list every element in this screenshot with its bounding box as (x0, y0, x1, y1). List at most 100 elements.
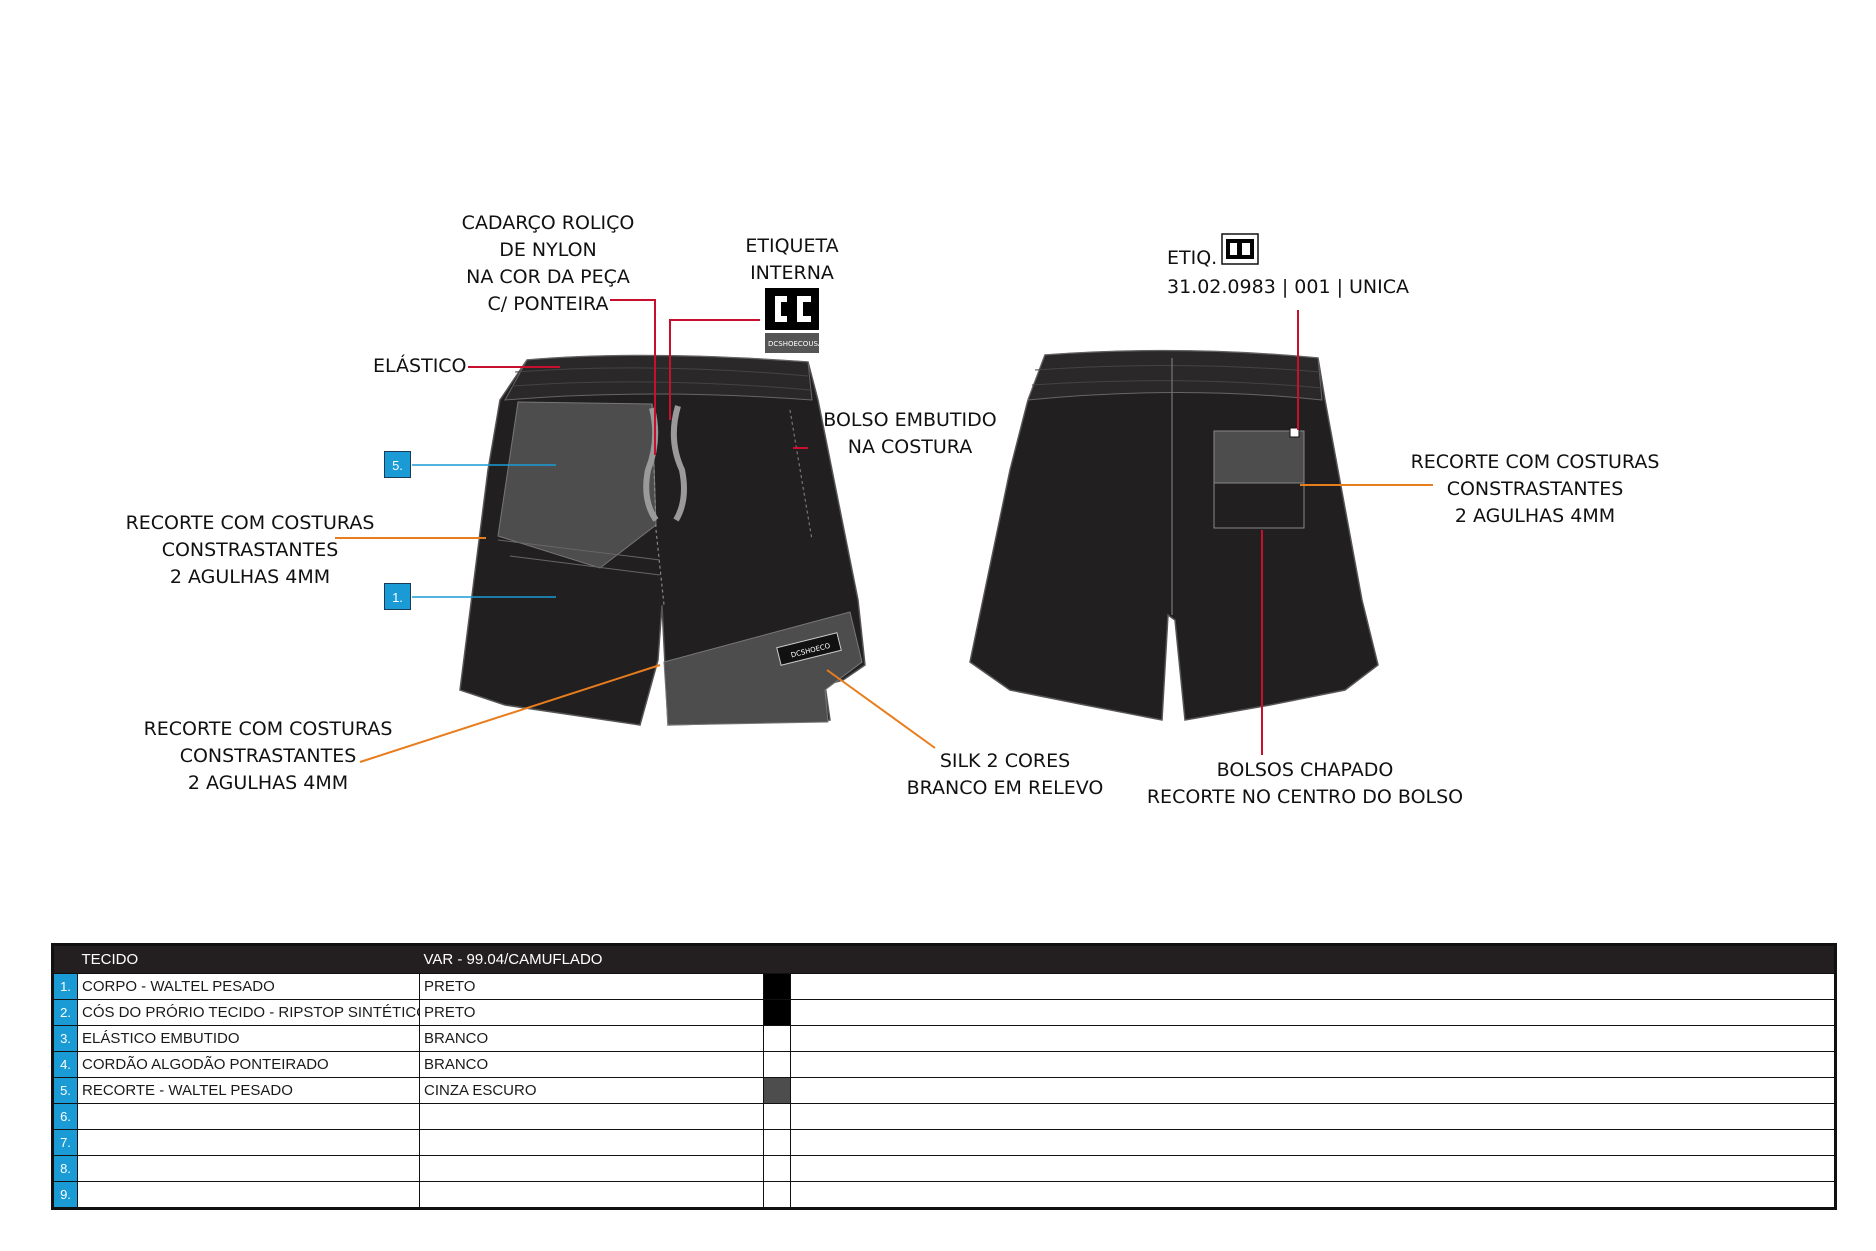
row-number: 7. (52, 1129, 78, 1156)
bolsos-callout: BOLSOS CHAPADO RECORTE NO CENTRO DO BOLS… (1130, 757, 1480, 811)
recorte-left-callout: RECORTE COM COSTURAS CONSTRASTANTES 2 AG… (110, 510, 390, 591)
recorte-right-line-2: CONSTRASTANTES (1446, 478, 1624, 500)
row-fabric: CORDÃO ALGODÃO PONTEIRADO (77, 1051, 420, 1078)
table-row: 8. (52, 1155, 1836, 1182)
cadarco-line-4: C/ PONTEIRA (487, 293, 609, 315)
row-color (419, 1181, 764, 1209)
table-row: 7. (52, 1129, 1836, 1156)
bolso-embutido-callout: BOLSO EMBUTIDO NA COSTURA (810, 407, 1010, 461)
table-row: 9. (52, 1181, 1836, 1209)
row-color: BRANCO (419, 1051, 764, 1078)
row-number: 2. (52, 999, 78, 1026)
row-fabric: RECORTE - WALTEL PESADO (77, 1077, 420, 1104)
row-fabric (77, 1103, 420, 1130)
row-number: 6. (52, 1103, 78, 1130)
row-fabric: CÓS DO PRÓRIO TECIDO - RIPSTOP SINTÉTICO (77, 999, 420, 1026)
silk-line-1: SILK 2 CORES (939, 750, 1071, 772)
recorte-bottom-line-3: 2 AGULHAS 4MM (187, 772, 349, 794)
dc-logo-icon: DCSHOECOUSA (765, 288, 823, 353)
row-color: PRETO (419, 973, 764, 1000)
row-swatch (763, 1181, 791, 1209)
row-notes (790, 1103, 1836, 1130)
row-number: 1. (52, 973, 78, 1000)
row-color (419, 1103, 764, 1130)
row-number: 3. (52, 1025, 78, 1052)
row-color: PRETO (419, 999, 764, 1026)
row-color: CINZA ESCURO (419, 1077, 764, 1104)
bolso-embutido-line-2: NA COSTURA (847, 436, 973, 458)
row-color (419, 1155, 764, 1182)
recorte-left-line-3: 2 AGULHAS 4MM (169, 566, 331, 588)
row-color: BRANCO (419, 1025, 764, 1052)
cadarco-line-3: NA COR DA PEÇA (466, 266, 630, 288)
etiqueta-line-2: INTERNA (750, 262, 834, 284)
row-swatch (763, 1155, 791, 1182)
row-notes (790, 1181, 1836, 1209)
fabric-spec-table: TECIDO VAR - 99.04/CAMUFLADO 1.CORPO - W… (51, 943, 1837, 1210)
recorte-right-line-1: RECORTE COM COSTURAS (1410, 451, 1660, 473)
leader-lines (335, 299, 1433, 763)
row-number: 4. (52, 1051, 78, 1078)
etiqueta-callout: ETIQUETA INTERNA (712, 233, 872, 287)
marker-1: 1. (384, 583, 411, 610)
row-notes (790, 1025, 1836, 1052)
row-notes (790, 973, 1836, 1000)
bolsos-line-1: BOLSOS CHAPADO (1216, 759, 1394, 781)
dc-logo-small-icon (1221, 233, 1259, 265)
row-fabric (77, 1155, 420, 1182)
etiq-code: 31.02.0983 | 001 | UNICA (1167, 276, 1409, 298)
row-swatch (763, 1051, 791, 1078)
recorte-bottom-line-1: RECORTE COM COSTURAS (143, 718, 393, 740)
front-shorts: DCSHOECO (459, 354, 866, 726)
elastico-callout: ELÁSTICO (373, 355, 467, 377)
header-fabric: TECIDO (77, 944, 420, 974)
row-fabric (77, 1129, 420, 1156)
row-notes (790, 999, 1836, 1026)
svg-text:DCSHOECOUSA: DCSHOECOUSA (768, 340, 823, 348)
pocket-label-icon (1289, 427, 1300, 438)
row-number: 8. (52, 1155, 78, 1182)
row-fabric: ELÁSTICO EMBUTIDO (77, 1025, 420, 1052)
row-notes (790, 1155, 1836, 1182)
recorte-left-line-1: RECORTE COM COSTURAS (125, 512, 375, 534)
recorte-bottom-callout: RECORTE COM COSTURAS CONSTRASTANTES 2 AG… (128, 716, 408, 797)
table-row: 2.CÓS DO PRÓRIO TECIDO - RIPSTOP SINTÉTI… (52, 999, 1836, 1026)
recorte-right-callout: RECORTE COM COSTURAS CONSTRASTANTES 2 AG… (1400, 449, 1670, 530)
row-swatch (763, 999, 791, 1026)
etiq-prefix: ETIQ. (1167, 247, 1218, 269)
recorte-bottom-line-2: CONSTRASTANTES (179, 745, 357, 767)
row-swatch (763, 973, 791, 1000)
header-variant: VAR - 99.04/CAMUFLADO (419, 944, 764, 974)
silk-callout: SILK 2 CORES BRANCO EM RELEVO (890, 748, 1120, 802)
recorte-left-line-2: CONSTRASTANTES (161, 539, 339, 561)
row-notes (790, 1051, 1836, 1078)
etiqueta-line-1: ETIQUETA (745, 235, 839, 257)
marker-5: 5. (384, 451, 411, 478)
cadarco-line-2: DE NYLON (499, 239, 597, 261)
row-number: 9. (52, 1181, 78, 1209)
row-swatch (763, 1025, 791, 1052)
row-number: 5. (52, 1077, 78, 1104)
row-fabric (77, 1181, 420, 1209)
silk-line-2: BRANCO EM RELEVO (906, 777, 1104, 799)
recorte-right-line-3: 2 AGULHAS 4MM (1454, 505, 1616, 527)
row-fabric: CORPO - WALTEL PESADO (77, 973, 420, 1000)
row-swatch (763, 1077, 791, 1104)
bolso-embutido-line-1: BOLSO EMBUTIDO (823, 409, 997, 431)
row-notes (790, 1129, 1836, 1156)
row-color (419, 1129, 764, 1156)
back-shorts (969, 349, 1379, 721)
spec-header-row: TECIDO VAR - 99.04/CAMUFLADO (52, 944, 1836, 974)
cadarco-callout: CADARÇO ROLIÇO DE NYLON NA COR DA PEÇA C… (428, 210, 668, 318)
bolsos-line-2: RECORTE NO CENTRO DO BOLSO (1146, 786, 1464, 808)
cadarco-line-1: CADARÇO ROLIÇO (461, 212, 635, 234)
row-notes (790, 1077, 1836, 1104)
row-swatch (763, 1103, 791, 1130)
row-swatch (763, 1129, 791, 1156)
table-row: 6. (52, 1103, 1836, 1130)
